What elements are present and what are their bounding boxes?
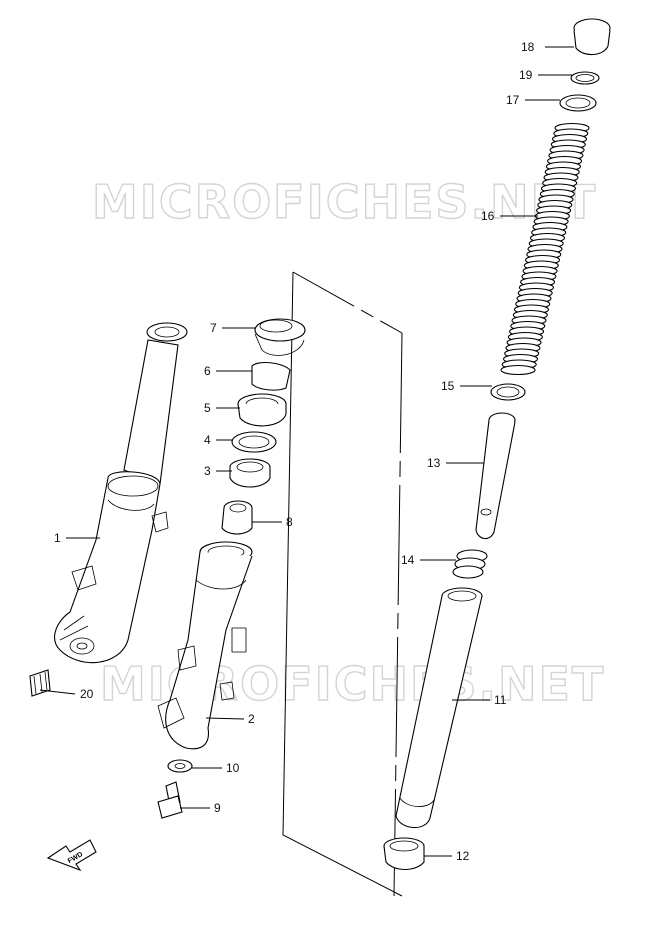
callout-labels: 1 2 3 4 5 6 7 8 9 10 11 12 13 14 15 16 1…	[54, 40, 535, 863]
callout-16: 16	[481, 209, 495, 223]
rebound-spring	[452, 549, 488, 579]
callout-15: 15	[441, 379, 455, 393]
oil-seal-retainer	[231, 431, 277, 453]
cap-bolt	[573, 18, 611, 56]
guide-bushing	[383, 837, 425, 871]
callout-9: 9	[214, 801, 221, 815]
washer	[167, 759, 193, 773]
callout-3: 3	[204, 464, 211, 478]
callout-14: 14	[401, 553, 415, 567]
stopper-ring	[251, 361, 291, 391]
slide-bushing	[229, 458, 271, 488]
oil-seal	[237, 393, 287, 427]
outer-tube-right	[157, 541, 253, 750]
callout-8: 8	[286, 515, 293, 529]
callout-6: 6	[204, 364, 211, 378]
damper-rod	[475, 412, 516, 540]
exploded-view-boundary	[282, 271, 403, 897]
callout-17: 17	[506, 93, 520, 107]
callout-20: 20	[80, 687, 94, 701]
spring-coil	[500, 364, 536, 376]
callout-12: 12	[456, 849, 470, 863]
fwd-arrow-icon: FWD	[46, 839, 97, 872]
callout-13: 13	[427, 456, 441, 470]
callout-1: 1	[54, 531, 61, 545]
callout-4: 4	[204, 433, 211, 447]
spring-seat-washer	[490, 383, 526, 401]
callout-7: 7	[210, 321, 217, 335]
oil-lock-piece	[221, 500, 253, 535]
callout-18: 18	[521, 40, 535, 54]
callout-5: 5	[204, 401, 211, 415]
drain-bolt	[29, 669, 51, 697]
watermark-top: MICROFICHES.NET	[92, 175, 597, 229]
callout-10: 10	[226, 761, 240, 775]
callout-11: 11	[494, 693, 507, 707]
spacer-washer	[559, 94, 597, 112]
dust-seal	[254, 318, 306, 356]
callout-2: 2	[248, 712, 255, 726]
callout-19: 19	[519, 68, 533, 82]
inner-tube	[395, 587, 483, 829]
leader-lines	[39, 46, 574, 857]
outer-tube-left	[54, 322, 188, 664]
o-ring	[570, 71, 600, 85]
damper-bolt	[157, 781, 183, 819]
fork-spring	[500, 122, 590, 376]
